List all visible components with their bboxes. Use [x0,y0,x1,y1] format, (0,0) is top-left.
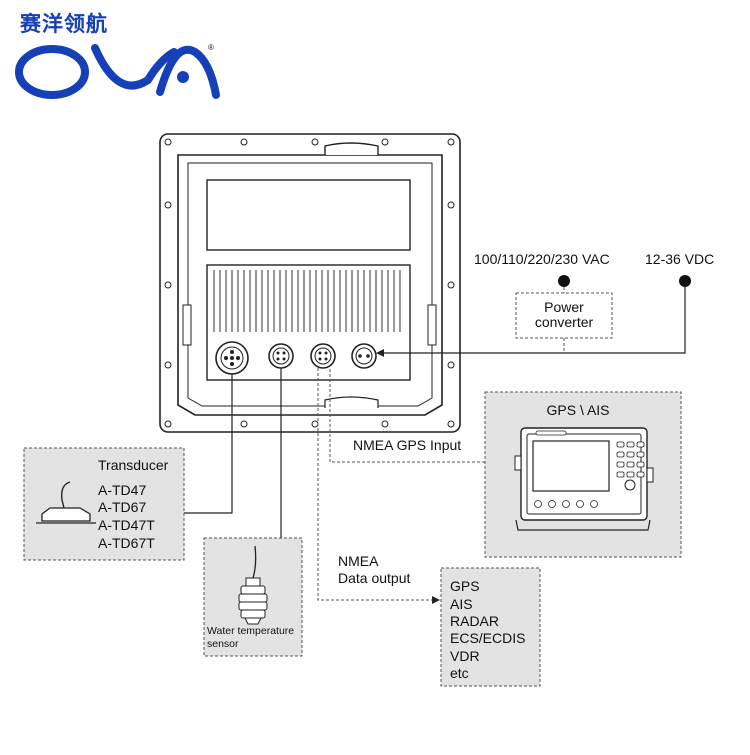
nmea-output-cable [317,368,432,601]
output-item: GPS [450,578,480,594]
water-sensor-icon [238,545,268,625]
output-item: ECS/ECDIS [450,630,525,646]
output-item: RADAR [450,613,499,629]
transducer-icon [36,481,96,524]
nmea-input-cable [329,368,485,463]
converter-label-1: Power [544,299,584,315]
device-key [626,441,635,448]
device-key [616,471,625,478]
main-unit [159,133,461,433]
registered-mark: ® [208,43,214,52]
nmea-output-label-2: Data output [338,570,410,586]
transducer-model: A-TD67T [98,535,155,551]
device-key [626,471,635,478]
device-softkey [576,500,584,508]
nmea-connector [310,343,336,369]
output-item: etc [450,665,469,681]
transducer-model: A-TD47T [98,517,155,533]
water-sensor-label-1: Water temperature [207,625,294,637]
device-key [616,441,625,448]
temp-sensor-connector [268,343,294,369]
brand-logo: ® [15,43,220,99]
transducer-title: Transducer [98,457,169,473]
device-key [626,451,635,458]
ac-terminal [558,275,570,287]
transducer-model: A-TD67 [98,499,146,515]
gps-ais-device [514,427,654,531]
device-softkey [534,500,542,508]
converter-label-2: converter [535,314,594,330]
dc-terminal [679,275,691,287]
output-item: VDR [450,648,480,664]
transducer-model: A-TD47 [98,482,146,498]
power-cable [380,287,686,354]
device-softkey [548,500,556,508]
device-key [636,441,645,448]
water-sensor-label-2: sensor [207,638,239,650]
outputs-panel [440,567,541,687]
power-converter-box [515,292,613,339]
device-key [616,451,625,458]
transducer-connector [215,341,249,375]
device-key [636,461,645,468]
transducer-panel [23,447,185,561]
transducer-cable [184,374,233,514]
power-connector [351,343,377,369]
dc-power-label: 12-36 VDC [645,251,714,267]
device-key [636,471,645,478]
device-key [616,461,625,468]
nmea-gps-input-label: NMEA GPS Input [353,437,461,453]
output-item: AIS [450,596,473,612]
brand-name: 赛洋领航 [20,12,108,36]
device-key [636,451,645,458]
device-key [626,461,635,468]
ac-power-label: 100/110/220/230 VAC [474,251,610,267]
nmea-output-label-1: NMEA [338,553,379,569]
device-softkey [562,500,570,508]
device-softkey [590,500,598,508]
gps-ais-title: GPS \ AIS [546,402,609,418]
